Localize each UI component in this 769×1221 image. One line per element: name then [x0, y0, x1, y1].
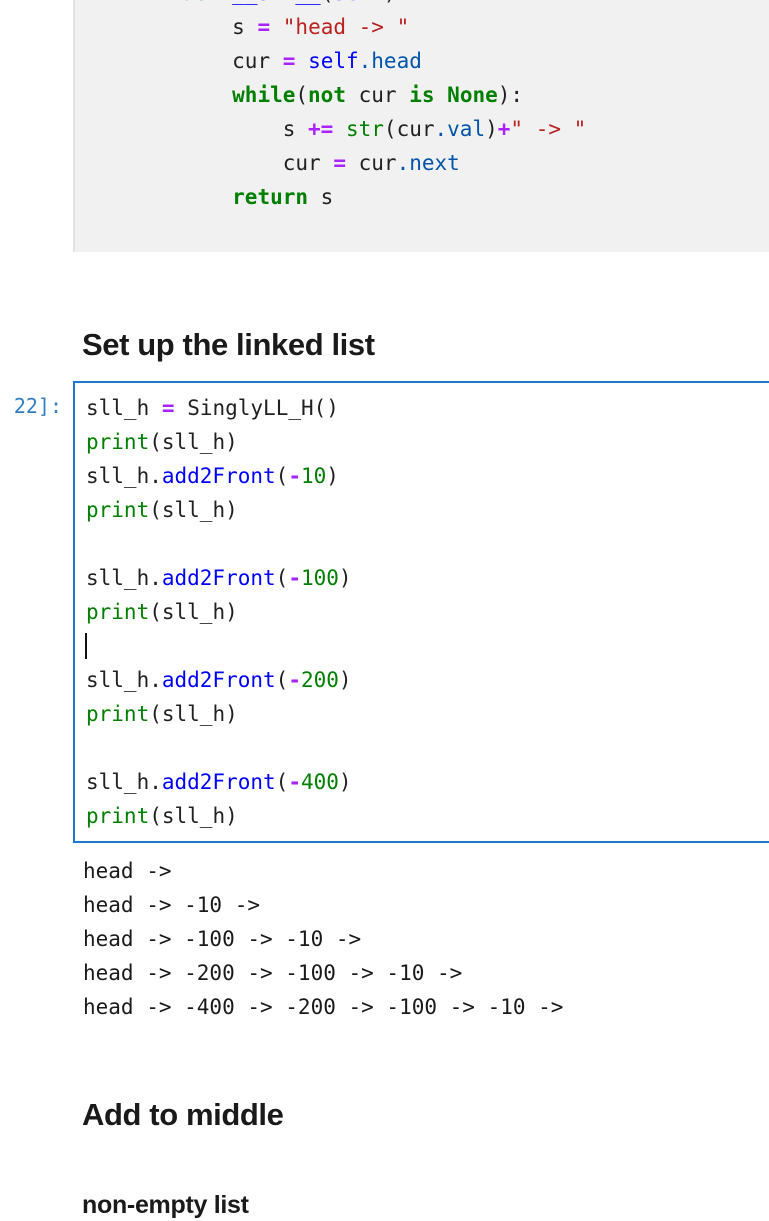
code-line[interactable]: sll_h.add2Front(-200)	[86, 668, 352, 692]
output-line: head -> -200 -> -100 -> -10 ->	[83, 961, 475, 985]
token-operator-minus: -	[288, 464, 301, 488]
code-line[interactable]: print(sll_h)	[86, 702, 238, 726]
text-cursor	[85, 633, 87, 659]
heading-add-to-middle: Add to middle	[82, 1096, 284, 1132]
token-builtin-print: print	[86, 430, 150, 454]
code-line[interactable]: print(sll_h)	[86, 804, 238, 828]
token-operator: =	[282, 49, 296, 73]
token-number: 200	[300, 668, 339, 692]
token-string: " -> "	[510, 117, 587, 141]
code-line[interactable]: sll_h.add2Front(-100)	[86, 566, 352, 590]
token-self: self	[333, 0, 384, 5]
rendered-code-block: def __str__(self): s = "head -> " cur = …	[73, 0, 769, 252]
token-operator: =	[257, 15, 271, 39]
token-number: 100	[300, 566, 339, 590]
code-line: s = "head -> "	[232, 15, 410, 39]
code-line[interactable]: sll_h.add2Front(-400)	[86, 770, 352, 794]
token-string: "head -> "	[282, 15, 410, 39]
token-attribute: .next	[396, 151, 460, 175]
code-line: cur = self.head	[232, 49, 422, 73]
token-operator-minus: -	[288, 566, 301, 590]
input-prompt-label: 22]:	[13, 394, 62, 418]
token-method-add2front: add2Front	[161, 668, 276, 692]
output-line: head -> -10 ->	[83, 893, 273, 917]
code-line: cur = cur.next	[282, 151, 460, 175]
token-builtin-str: str	[345, 117, 384, 141]
code-line[interactable]: print(sll_h)	[86, 498, 238, 522]
token-keyword-return: return	[232, 185, 309, 209]
token-operator-minus: -	[288, 770, 301, 794]
token-builtin-print: print	[86, 804, 150, 828]
code-line[interactable]: sll_h.add2Front(-10)	[86, 464, 339, 488]
code-line-cursor[interactable]	[85, 633, 87, 659]
token-keyword-def: def	[182, 0, 220, 5]
token-number: 400	[300, 770, 339, 794]
cell-output-stdout: head -> head -> -10 -> head -> -100 -> -…	[83, 854, 769, 1024]
code-line[interactable]: print(sll_h)	[86, 430, 238, 454]
token-method-add2front: add2Front	[161, 770, 276, 794]
code-editor[interactable]: sll_h = SinglyLL_H() print(sll_h) sll_h.…	[73, 381, 769, 843]
notebook-input-cell[interactable]: 22]: sll_h = SinglyLL_H() print(sll_h) s…	[0, 381, 769, 845]
token-attribute: .head	[358, 49, 422, 73]
token-keyword-while: while	[232, 83, 296, 107]
code-line: return s	[232, 185, 334, 209]
code-body: def __str__(self): s = "head -> " cur = …	[75, 0, 769, 214]
token-operator-minus: -	[288, 668, 301, 692]
heading-set-up-the-linked-list: Set up the linked list	[82, 326, 375, 362]
token-operator: =	[333, 151, 346, 175]
token-builtin-print: print	[86, 702, 150, 726]
heading-non-empty-list: non-empty list	[82, 1191, 249, 1219]
output-line: head -> -400 -> -200 -> -100 -> -10 ->	[83, 995, 577, 1019]
token-keyword-none: None	[447, 83, 498, 107]
code-editor-body[interactable]: sll_h = SinglyLL_H() print(sll_h) sll_h.…	[75, 383, 769, 833]
token-builtin-print: print	[86, 600, 150, 624]
token-operator: +	[497, 117, 511, 141]
output-line: head ->	[83, 859, 185, 883]
code-line[interactable]: sll_h = SinglyLL_H()	[86, 396, 339, 420]
token-attribute: .val	[434, 117, 486, 141]
token-self: self	[308, 49, 359, 73]
token-operator: +=	[308, 117, 334, 141]
token-method-add2front: add2Front	[161, 566, 276, 590]
code-line[interactable]: print(sll_h)	[86, 600, 238, 624]
code-line: s += str(cur.val)+" -> "	[282, 117, 587, 141]
token-keyword-is: is	[409, 83, 435, 107]
code-line: def __str__(self):	[131, 0, 410, 5]
token-method-add2front: add2Front	[161, 464, 276, 488]
token-class-name: SinglyLL_H	[187, 396, 314, 420]
token-keyword-not: not	[308, 83, 346, 107]
token-number: 10	[300, 464, 327, 488]
token-operator: =	[161, 396, 175, 420]
output-line: head -> -100 -> -10 ->	[83, 927, 374, 951]
token-function-name: __str__	[232, 0, 321, 5]
code-line: while(not cur is None):	[232, 83, 524, 107]
token-builtin-print: print	[86, 498, 150, 522]
